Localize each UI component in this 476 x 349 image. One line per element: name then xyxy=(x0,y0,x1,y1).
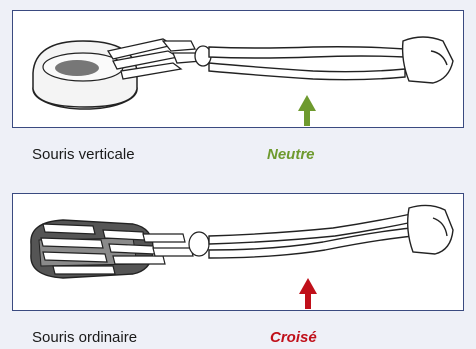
up-arrow-icon xyxy=(298,95,316,126)
vertical-mouse-panel xyxy=(12,10,464,128)
top-caption: Souris verticale xyxy=(32,146,135,163)
status-crossed: Croisé xyxy=(270,329,317,346)
status-neutral: Neutre xyxy=(267,146,315,163)
up-arrow-icon xyxy=(299,278,317,309)
ordinary-mouse-forearm-illustration xyxy=(13,194,462,309)
hand-bones xyxy=(108,39,211,79)
bottom-caption: Souris ordinaire xyxy=(32,329,137,346)
vertical-mouse-forearm-illustration xyxy=(13,11,462,126)
forearm-bones-crossed xyxy=(209,205,453,258)
forearm-bones-parallel xyxy=(209,37,453,83)
ordinary-mouse-panel xyxy=(12,193,464,311)
